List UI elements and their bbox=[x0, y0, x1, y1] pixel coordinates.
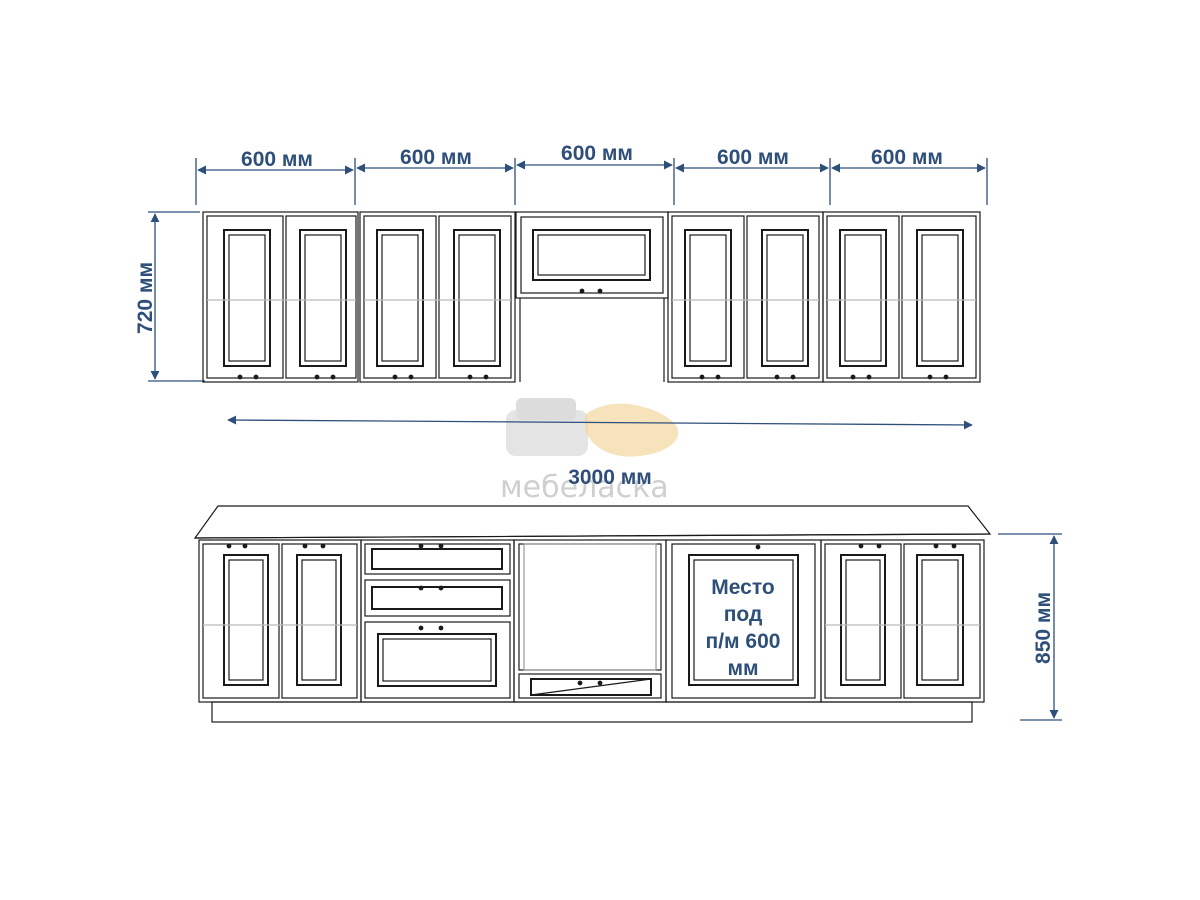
width-label-4: 600 мм bbox=[717, 146, 789, 169]
slot-line-4: мм bbox=[727, 657, 758, 680]
lower-height-dimension bbox=[998, 533, 1062, 721]
upper-cabinet-2 bbox=[359, 211, 516, 383]
slot-line-2: под bbox=[724, 603, 763, 626]
upper-width-labels: 600 мм 600 мм 600 мм 600 мм 600 мм bbox=[241, 142, 943, 171]
total-width-label: 3000 мм bbox=[568, 466, 652, 489]
upper-height-dimension bbox=[148, 211, 205, 382]
width-label-2: 600 мм bbox=[400, 146, 472, 169]
watermark-text: мебеласка bbox=[500, 470, 669, 505]
width-label-3: 600 мм bbox=[561, 142, 633, 165]
upper-width-dimensions bbox=[195, 158, 988, 205]
appliance-slot-label: Место под п/м 600 мм bbox=[706, 576, 781, 680]
lower-cabinet-5 bbox=[820, 539, 985, 703]
slot-line-3: п/м 600 bbox=[706, 630, 781, 653]
upper-cabinets bbox=[202, 211, 981, 383]
width-label-5: 600 мм bbox=[871, 146, 943, 169]
plinth bbox=[211, 701, 973, 723]
width-label-1: 600 мм bbox=[241, 148, 313, 171]
upper-cabinet-1 bbox=[202, 211, 359, 383]
upper-cabinet-4 bbox=[667, 211, 824, 383]
lower-height-label: 850 мм bbox=[1032, 592, 1055, 664]
upper-cabinet-hood bbox=[515, 211, 669, 382]
lower-cabinets bbox=[193, 505, 992, 723]
upper-cabinet-5 bbox=[822, 211, 981, 383]
upper-height-label: 720 мм bbox=[134, 262, 157, 334]
lower-cabinet-drawers bbox=[360, 539, 515, 703]
lower-cabinet-oven bbox=[513, 539, 667, 703]
lower-cabinet-1 bbox=[198, 539, 362, 703]
slot-line-1: Место bbox=[711, 576, 774, 599]
countertop bbox=[193, 505, 992, 539]
total-width-arrow bbox=[227, 415, 973, 430]
